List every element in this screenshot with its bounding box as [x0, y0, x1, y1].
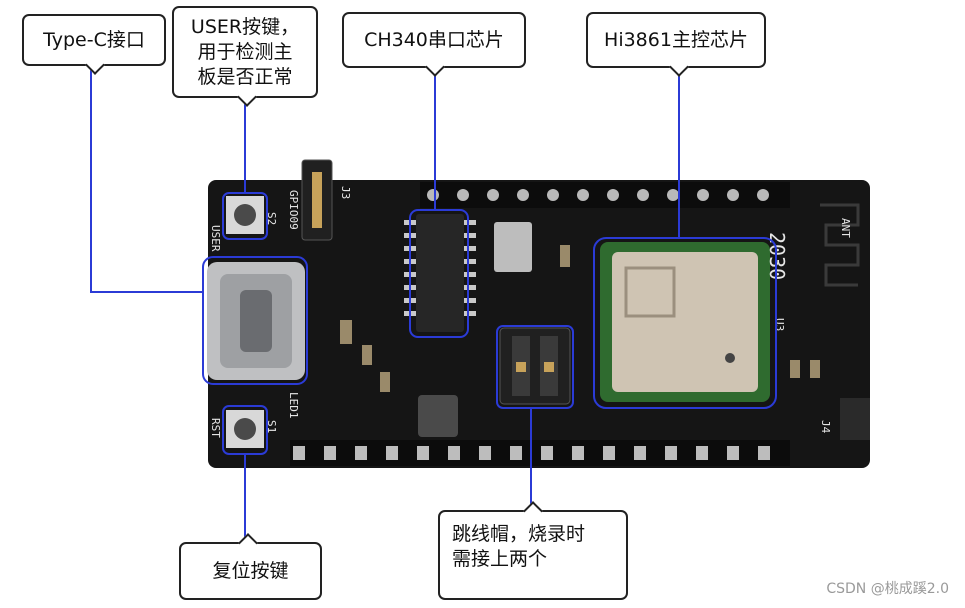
silk-s2: S2	[265, 212, 278, 225]
typec-connector	[207, 262, 305, 380]
silk-rst: RST	[209, 418, 222, 438]
callout-typec: Type-C接口	[22, 14, 166, 75]
label-reset: 复位按键	[212, 559, 289, 582]
label-hi3861: Hi3861主控芯片	[604, 28, 748, 51]
highlight-hi3861	[593, 237, 777, 409]
silk-u3: U3	[773, 318, 786, 331]
gpio09-jumper	[301, 159, 333, 241]
callout-hi3861: Hi3861主控芯片	[586, 12, 766, 77]
callout-jumper: 跳线帽，烧录时 需接上两个	[438, 501, 628, 600]
line-typec	[90, 70, 203, 293]
label-ch340: CH340串口芯片	[364, 28, 504, 51]
silk-j3: J3	[339, 186, 352, 199]
rst-button	[226, 410, 264, 448]
silk-led1: LED1	[287, 392, 300, 419]
antenna-area	[820, 203, 860, 287]
watermark: CSDN @桃成蹊2.0	[826, 581, 949, 597]
callout-user-button: USER按键， 用于检测主 板是否正常	[172, 6, 318, 107]
user-button	[226, 196, 264, 234]
highlight-jumper	[496, 325, 574, 409]
silk-s1: S1	[265, 420, 278, 433]
highlight-ch340	[409, 209, 469, 338]
crystal	[494, 222, 532, 272]
silk-user: USER	[209, 225, 222, 252]
silk-j4: J4	[819, 420, 832, 434]
callout-ch340: CH340串口芯片	[342, 12, 526, 77]
label-user-line1: USER按键，	[190, 15, 300, 38]
inductor	[418, 395, 458, 437]
silk-gpio: GPIO09	[287, 190, 300, 230]
highlight-typec	[202, 256, 308, 385]
smd-components	[340, 245, 870, 440]
hi3861-module	[600, 242, 770, 402]
label-jumper-line2: 需接上两个	[452, 548, 548, 570]
label-typec: Type-C接口	[43, 28, 145, 51]
label-jumper-line1: 跳线帽，烧录时	[452, 523, 586, 545]
callout-reset: 复位按键	[179, 533, 322, 600]
bottom-header-pins	[290, 440, 790, 466]
jumper-caps	[499, 327, 571, 405]
silk-ant: ANT	[839, 218, 852, 238]
label-user-line3: 板是否正常	[197, 65, 293, 88]
top-header-pins	[420, 182, 790, 208]
label-user-line2: 用于检测主	[197, 40, 293, 63]
